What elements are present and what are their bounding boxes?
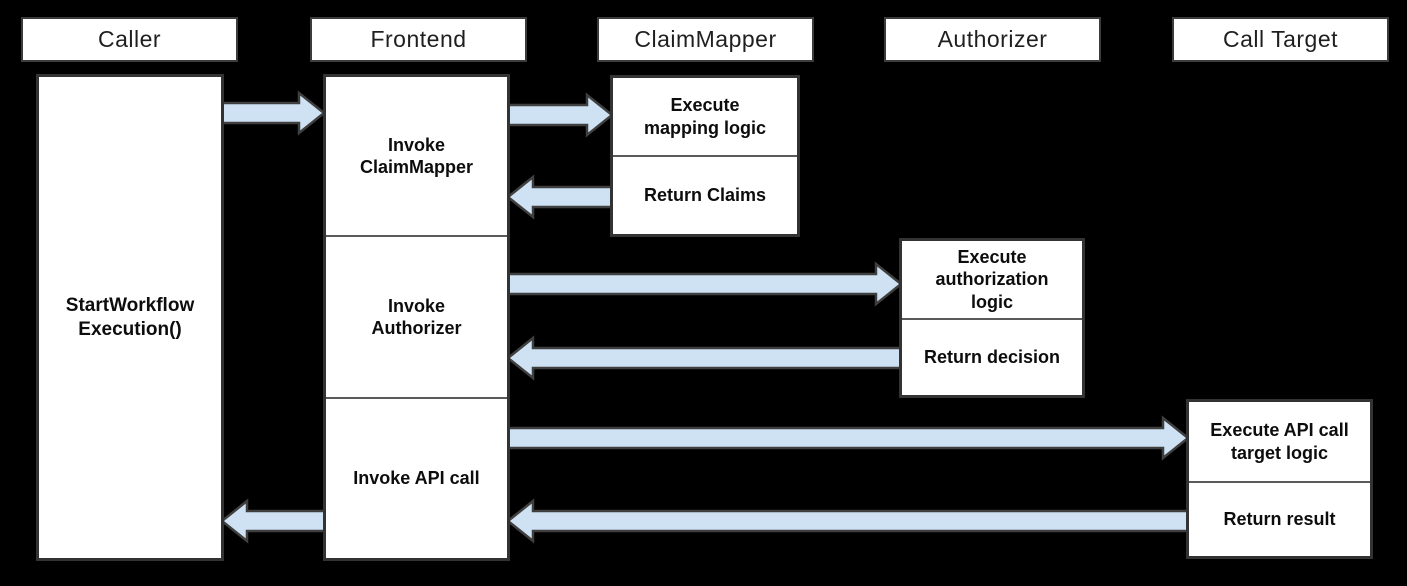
- arrow-frontend-to-caller: [219, 498, 327, 544]
- caller-activity: StartWorkflow Execution(): [39, 77, 221, 558]
- lane-header-claimmapper: ClaimMapper: [597, 17, 814, 62]
- arrow-authorizer-to-frontend: [505, 335, 905, 381]
- claimmapper-step-return: Return Claims: [613, 155, 797, 234]
- arrow-claimmapper-to-frontend: [505, 174, 618, 220]
- claimmapper-step-label: Execute mapping logic: [643, 95, 766, 138]
- calltarget-box: Execute API call target logic Return res…: [1186, 399, 1373, 559]
- lane-header-calltarget: Call Target: [1172, 17, 1389, 62]
- lane-header-authorizer: Authorizer: [884, 17, 1101, 62]
- claimmapper-step-label: Return Claims: [643, 185, 767, 206]
- authorizer-step-execute: Execute authorization logic: [902, 241, 1082, 318]
- authorizer-box: Execute authorization logic Return decis…: [899, 238, 1085, 398]
- frontend-box: Invoke ClaimMapper Invoke Authorizer Inv…: [323, 74, 510, 561]
- calltarget-step-label: Return result: [1223, 509, 1336, 530]
- authorizer-step-label: Return decision: [923, 347, 1061, 368]
- frontend-step-invoke-claimmapper: Invoke ClaimMapper: [326, 77, 507, 235]
- authorizer-step-label: Execute authorization logic: [935, 246, 1049, 312]
- caller-activity-box: StartWorkflow Execution(): [36, 74, 224, 561]
- frontend-step-invoke-api-call: Invoke API call: [326, 397, 507, 558]
- frontend-step-label: Invoke ClaimMapper: [359, 134, 474, 178]
- lane-header-frontend: Frontend: [310, 17, 527, 62]
- calltarget-step-label: Execute API call target logic: [1210, 420, 1349, 463]
- calltarget-step-execute: Execute API call target logic: [1189, 402, 1370, 481]
- frontend-step-label: Invoke Authorizer: [371, 295, 462, 339]
- arrow-frontend-to-claimmapper: [506, 92, 615, 138]
- arrow-calltarget-to-frontend: [505, 498, 1192, 544]
- calltarget-step-return: Return result: [1189, 481, 1370, 556]
- arrow-frontend-to-calltarget: [506, 415, 1191, 461]
- lane-header-caller: Caller: [21, 17, 238, 62]
- arrow-caller-to-frontend: [220, 90, 327, 136]
- frontend-step-invoke-authorizer: Invoke Authorizer: [326, 235, 507, 397]
- claimmapper-box: Execute mapping logic Return Claims: [610, 75, 800, 237]
- caller-activity-label: StartWorkflow Execution(): [65, 294, 195, 340]
- arrow-frontend-to-authorizer: [506, 261, 904, 307]
- claimmapper-step-execute: Execute mapping logic: [613, 78, 797, 155]
- authorizer-step-return: Return decision: [902, 318, 1082, 395]
- frontend-step-label: Invoke API call: [353, 468, 480, 489]
